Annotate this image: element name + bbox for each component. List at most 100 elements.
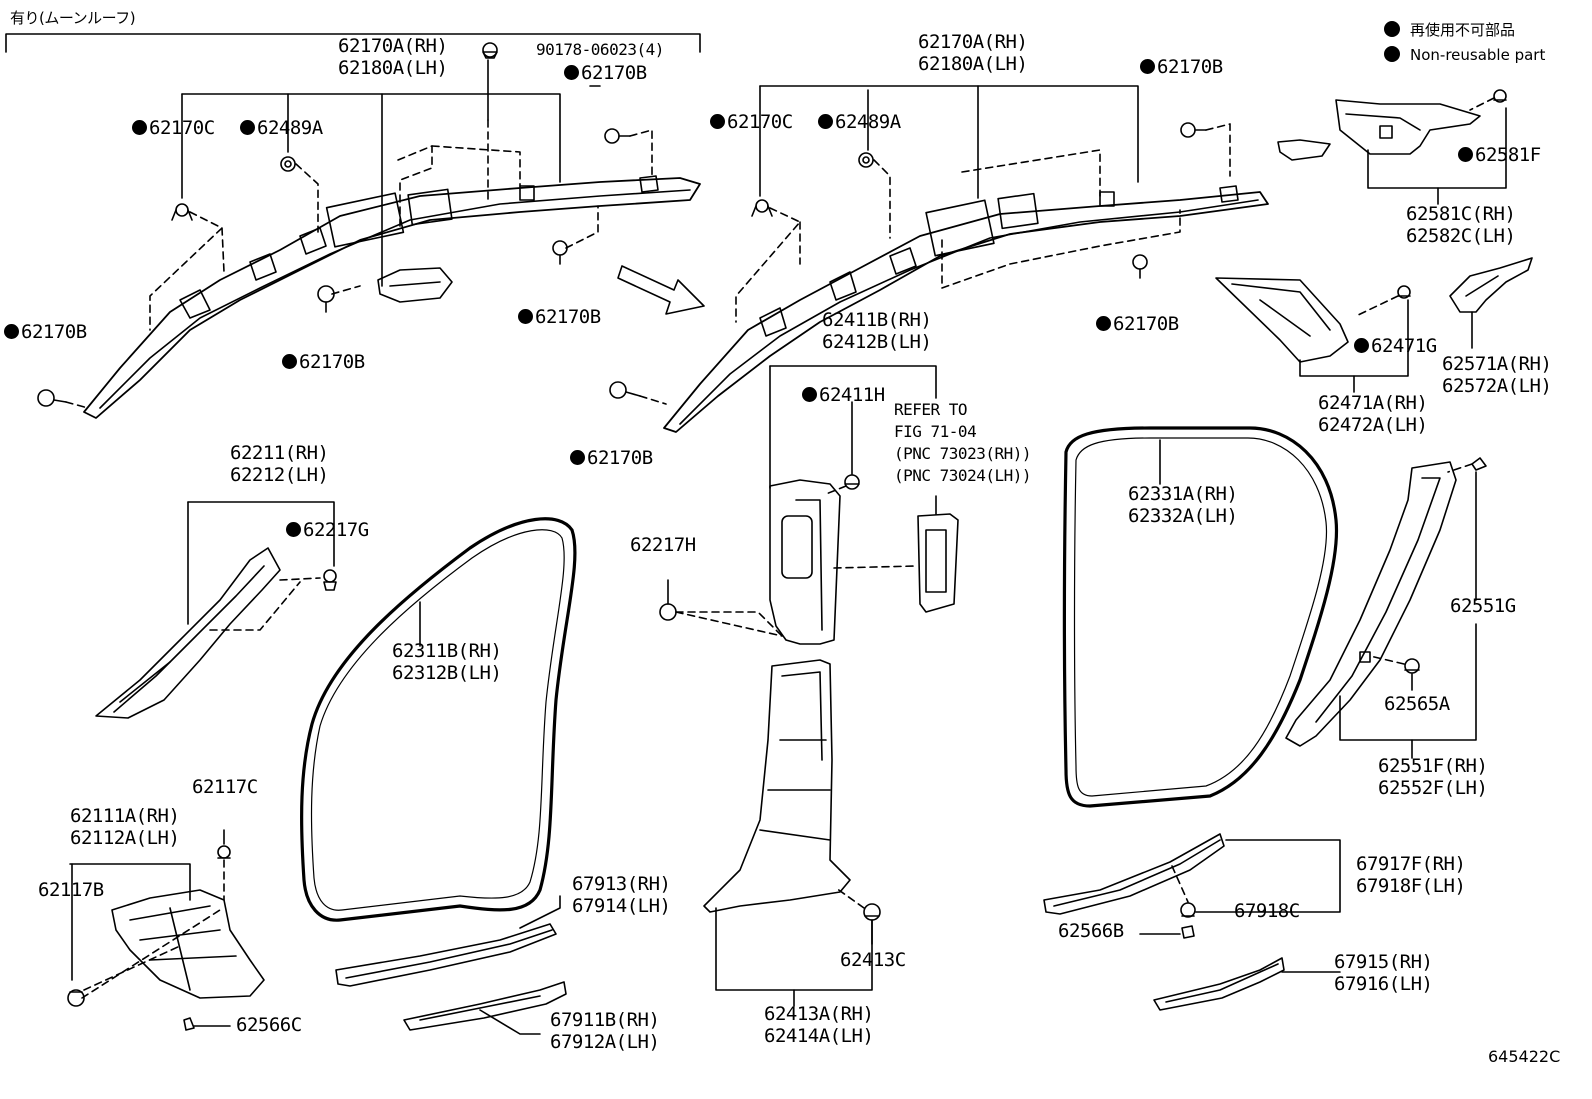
center-pillar-upper-dashed	[675, 485, 917, 637]
part-label-nonreusable[interactable]: 62170C	[132, 118, 215, 139]
part-label[interactable]: 67918F(LH)	[1356, 875, 1466, 897]
front-pillar-trim	[95, 501, 337, 719]
reference-note[interactable]: (PNC 73024(LH))	[894, 466, 1032, 485]
rear-scuff-plate-inner	[1043, 833, 1341, 939]
rear-pillar-garnish	[1215, 277, 1411, 393]
center-pillar-lower-dashed	[835, 887, 865, 909]
non-reusable-dot-icon	[1354, 338, 1369, 353]
part-label[interactable]: 62413A(RH)	[764, 1003, 874, 1025]
rear-scuff-plate-inner-dashed	[1171, 865, 1189, 903]
quarter-trim-lower-dashed	[1369, 463, 1473, 665]
non-reusable-dot-icon	[4, 324, 19, 339]
part-label-nonreusable[interactable]: 62581F	[1458, 145, 1541, 166]
reference-note[interactable]: (PNC 73023(RH))	[894, 444, 1032, 463]
non-reusable-dot-icon	[240, 120, 255, 135]
part-label[interactable]: 62566B	[1058, 920, 1124, 942]
part-label[interactable]: 62217H	[630, 534, 696, 556]
front-scuff-plate-outer	[403, 981, 567, 1035]
part-label[interactable]: 62582C(LH)	[1406, 225, 1516, 247]
part-label[interactable]: 67917F(RH)	[1356, 853, 1466, 875]
part-label[interactable]: 67916(LH)	[1334, 973, 1433, 995]
legend-row-ja: 再使用不可部品	[1384, 18, 1545, 43]
part-label[interactable]: 62414A(LH)	[764, 1025, 874, 1047]
non-reusable-dot-icon	[286, 522, 301, 537]
reference-note[interactable]: REFER TO	[894, 400, 968, 419]
part-label-nonreusable[interactable]: 62471G	[1354, 336, 1437, 357]
front-pillar-dashed	[209, 577, 321, 631]
part-label[interactable]: 62117C	[192, 776, 258, 798]
part-label-nonreusable[interactable]: 62489A	[818, 112, 901, 133]
part-label[interactable]: 62111A(RH)	[70, 805, 180, 827]
part-label-nonreusable[interactable]: 62217G	[286, 520, 369, 541]
figure-id: 645422C	[1488, 1047, 1561, 1066]
part-label-nonreusable[interactable]: 62170B	[1096, 314, 1179, 335]
part-label[interactable]: 67912A(LH)	[550, 1031, 660, 1053]
part-label[interactable]: 62211(RH)	[230, 442, 329, 464]
moonroof-note: 有り(ムーンルーフ)	[10, 9, 136, 27]
cowl-side-trim	[67, 829, 265, 1031]
part-label[interactable]: 67914(LH)	[572, 895, 671, 917]
part-label[interactable]: 62332A(LH)	[1128, 505, 1238, 527]
part-label[interactable]: 62566C	[236, 1014, 302, 1036]
part-label-nonreusable[interactable]: 62411H	[802, 385, 885, 406]
direction-arrow	[617, 265, 705, 315]
part-label-nonreusable[interactable]: 62489A	[240, 118, 323, 139]
legend-ja-text: 再使用不可部品	[1410, 21, 1516, 39]
front-scuff-plate-inner	[335, 895, 561, 987]
part-label[interactable]: 62565A	[1384, 693, 1450, 715]
part-label-nonreusable[interactable]: 62170B	[564, 63, 647, 84]
part-label[interactable]: 62180A(LH)	[338, 57, 448, 79]
non-reusable-dot-icon	[570, 450, 585, 465]
rear-quarter-trim-upper	[1277, 89, 1507, 205]
part-label-nonreusable[interactable]: 62170B	[518, 307, 601, 328]
part-label[interactable]: 62112A(LH)	[70, 827, 180, 849]
part-label[interactable]: 67913(RH)	[572, 873, 671, 895]
part-label-nonreusable[interactable]: 62170B	[282, 352, 365, 373]
part-label-nonreusable[interactable]: 62170B	[570, 448, 653, 469]
non-reusable-dot-icon	[1384, 46, 1400, 62]
part-label-nonreusable[interactable]: 62170B	[4, 322, 87, 343]
part-label[interactable]: 90178-06023(4)	[536, 40, 664, 59]
non-reusable-dot-icon	[710, 114, 725, 129]
part-label[interactable]: 62311B(RH)	[392, 640, 502, 662]
part-label[interactable]: 62180A(LH)	[918, 53, 1028, 75]
non-reusable-dot-icon	[518, 309, 533, 324]
part-label[interactable]: 62551F(RH)	[1378, 755, 1488, 777]
part-label[interactable]: 62571A(RH)	[1442, 353, 1552, 375]
center-pillar-upper-trim	[659, 365, 959, 645]
legend: 再使用不可部品 Non-reusable part	[1384, 18, 1545, 68]
part-label[interactable]: 67918C	[1234, 900, 1300, 922]
part-label[interactable]: 62331A(RH)	[1128, 483, 1238, 505]
part-label[interactable]: 62411B(RH)	[822, 309, 932, 331]
part-label[interactable]: 62212(LH)	[230, 464, 329, 486]
front-door-weatherstrip	[300, 517, 577, 922]
part-label[interactable]: 62413C	[840, 949, 906, 971]
non-reusable-dot-icon	[802, 387, 817, 402]
part-label-nonreusable[interactable]: 62170B	[1140, 57, 1223, 78]
non-reusable-dot-icon	[1458, 147, 1473, 162]
part-label[interactable]: 62471A(RH)	[1318, 392, 1428, 414]
part-label[interactable]: 62312B(LH)	[392, 662, 502, 684]
back-window-side-garnish	[1449, 257, 1533, 349]
non-reusable-dot-icon	[282, 354, 297, 369]
part-label[interactable]: 62551G	[1450, 595, 1516, 617]
part-label-nonreusable[interactable]: 62170C	[710, 112, 793, 133]
rear-pillar-garnish-dashed	[1355, 295, 1399, 317]
part-label[interactable]: 62412B(LH)	[822, 331, 932, 353]
part-label[interactable]: 62572A(LH)	[1442, 375, 1552, 397]
middle-rail-dashed-leaders	[639, 123, 1231, 405]
left-rail-dashed-leaders	[65, 119, 653, 409]
part-label[interactable]: 62581C(RH)	[1406, 203, 1516, 225]
part-label[interactable]: 62117B	[38, 879, 104, 901]
part-label[interactable]: 67915(RH)	[1334, 951, 1433, 973]
part-label[interactable]: 62170A(RH)	[918, 31, 1028, 53]
non-reusable-dot-icon	[564, 65, 579, 80]
part-label[interactable]: 67911B(RH)	[550, 1009, 660, 1031]
quarter-trim-lower	[1285, 457, 1487, 759]
part-label[interactable]: 62170A(RH)	[338, 35, 448, 57]
rear-scuff-plate-outer	[1153, 957, 1341, 1011]
reference-note[interactable]: FIG 71-04	[894, 422, 977, 441]
part-label[interactable]: 62552F(LH)	[1378, 777, 1488, 799]
part-label[interactable]: 62472A(LH)	[1318, 414, 1428, 436]
